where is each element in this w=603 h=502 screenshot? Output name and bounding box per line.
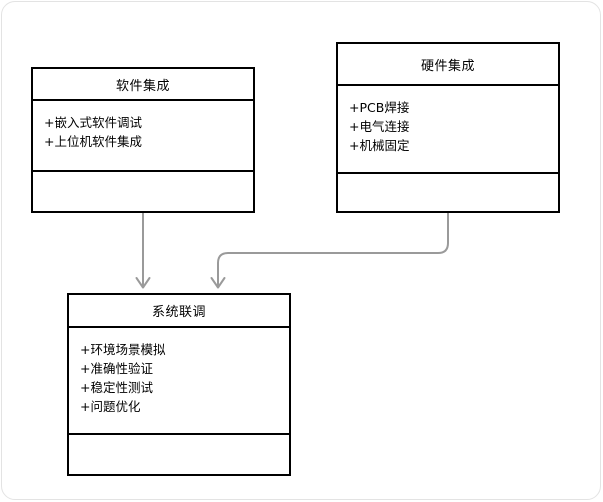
uml-class-software-integration[interactable]: 软件集成 +嵌入式软件调试 +上位机软件集成: [31, 67, 255, 213]
class-members-system-joint-debugging: +环境场景模拟 +准确性验证 +稳定性测试 +问题优化: [69, 328, 289, 435]
class-methods-system-joint-debugging: [69, 435, 289, 474]
class-member: +嵌入式软件调试: [44, 115, 142, 130]
class-member: +环境场景模拟: [80, 342, 166, 357]
connector-software-to-system[interactable]: [135, 213, 151, 289]
class-member: +机械固定: [349, 138, 410, 153]
class-member: +问题优化: [80, 399, 141, 414]
arrowhead-icon: [135, 277, 151, 289]
arrowhead-icon: [210, 277, 226, 289]
class-member: +上位机软件集成: [44, 134, 142, 149]
uml-class-system-joint-debugging[interactable]: 系统联调 +环境场景模拟 +准确性验证 +稳定性测试 +问题优化: [67, 293, 291, 476]
class-title-hardware-integration: 硬件集成: [338, 44, 558, 86]
class-methods-software-integration: [33, 172, 253, 211]
class-member: +电气连接: [349, 119, 410, 134]
uml-class-hardware-integration[interactable]: 硬件集成 +PCB焊接 +电气连接 +机械固定: [336, 42, 560, 213]
class-member: +稳定性测试: [80, 380, 153, 395]
class-title-software-integration: 软件集成: [33, 69, 253, 101]
class-title-system-joint-debugging: 系统联调: [69, 295, 289, 328]
class-member: +准确性验证: [80, 361, 153, 376]
class-methods-hardware-integration: [338, 174, 558, 211]
class-members-hardware-integration: +PCB焊接 +电气连接 +机械固定: [338, 86, 558, 174]
class-members-software-integration: +嵌入式软件调试 +上位机软件集成: [33, 101, 253, 172]
class-member: +PCB焊接: [349, 100, 410, 115]
connector-hardware-to-system[interactable]: [210, 213, 449, 289]
